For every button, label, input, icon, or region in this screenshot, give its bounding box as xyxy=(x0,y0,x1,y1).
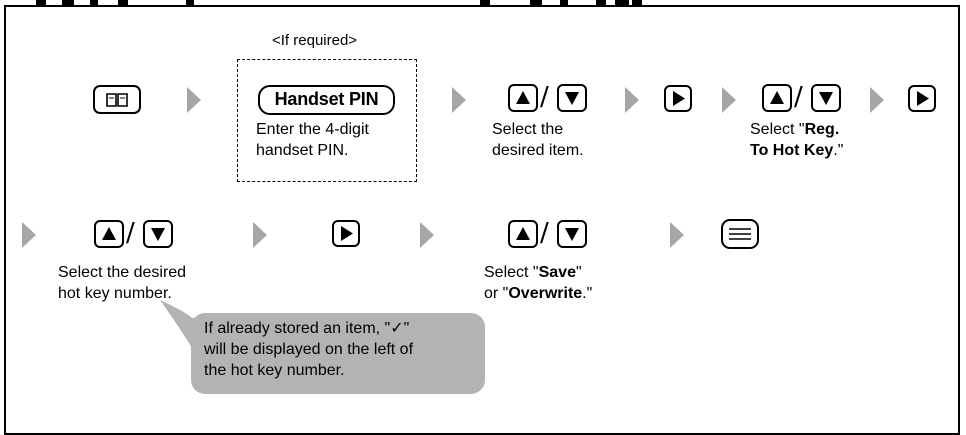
arrow-icon xyxy=(452,87,466,113)
step5-line1: Select "Save" xyxy=(484,262,582,283)
step2-line1: Select the xyxy=(492,121,564,138)
step2-line2: desired item. xyxy=(492,142,584,159)
slash-separator: / xyxy=(540,82,549,112)
up-key-icon xyxy=(762,84,792,112)
arrow-icon xyxy=(625,87,639,113)
note-callout xyxy=(191,313,485,394)
step3-line1-pre: Select " xyxy=(750,121,805,138)
step3-line1: Select "Reg. xyxy=(750,119,839,140)
step3-line2: To Hot Key." xyxy=(750,140,843,161)
step3-line1-bold: Reg. xyxy=(804,121,840,138)
arrow-icon xyxy=(722,87,736,113)
slash-separator: / xyxy=(794,82,803,112)
up-key-icon xyxy=(508,84,538,112)
down-key-icon xyxy=(557,84,587,112)
callout-line2: will be displayed on the left of xyxy=(204,341,414,358)
step5-line2: or "Overwrite." xyxy=(484,283,592,304)
menu-key-icon xyxy=(721,219,759,249)
slash-separator: / xyxy=(126,218,135,248)
right-key-icon xyxy=(664,85,692,112)
cropped-heading-strip xyxy=(0,0,966,6)
up-key-icon xyxy=(508,220,538,248)
right-key-icon xyxy=(332,220,360,247)
step3-line2-bold: To Hot Key xyxy=(750,142,834,159)
pin-desc-line2: handset PIN. xyxy=(256,142,349,159)
down-key-icon xyxy=(143,220,173,248)
step4-line1: Select the desired xyxy=(58,264,187,281)
book-key-icon xyxy=(93,85,141,114)
step5-line1-bold: Save xyxy=(538,264,576,281)
up-key-icon xyxy=(94,220,124,248)
slash-separator: / xyxy=(540,218,549,248)
right-key-icon xyxy=(908,85,936,112)
arrow-icon xyxy=(670,222,684,248)
step5-line2-bold: Overwrite xyxy=(508,285,583,302)
pin-desc-line1: Enter the 4-digit xyxy=(256,121,369,138)
step5-line1-pre: Select " xyxy=(484,264,539,281)
optional-step-box xyxy=(237,59,417,182)
step3-line2-post: ." xyxy=(833,142,844,159)
step5-line2-pre: or " xyxy=(484,285,509,302)
arrow-icon xyxy=(22,222,36,248)
down-key-icon xyxy=(811,84,841,112)
down-key-icon xyxy=(557,220,587,248)
step5-line2-post: ." xyxy=(582,285,593,302)
arrow-icon xyxy=(870,87,884,113)
callout-line1: If already stored an item, "✓" xyxy=(204,320,410,337)
step4-line2: hot key number. xyxy=(58,285,172,302)
arrow-icon xyxy=(253,222,267,248)
arrow-icon xyxy=(187,87,201,113)
step5-line1-post: " xyxy=(575,264,582,281)
arrow-icon xyxy=(420,222,434,248)
if-required-note: <If required> xyxy=(272,32,358,49)
handset-pin-key: Handset PIN xyxy=(258,85,395,115)
callout-line3: the hot key number. xyxy=(204,362,345,379)
